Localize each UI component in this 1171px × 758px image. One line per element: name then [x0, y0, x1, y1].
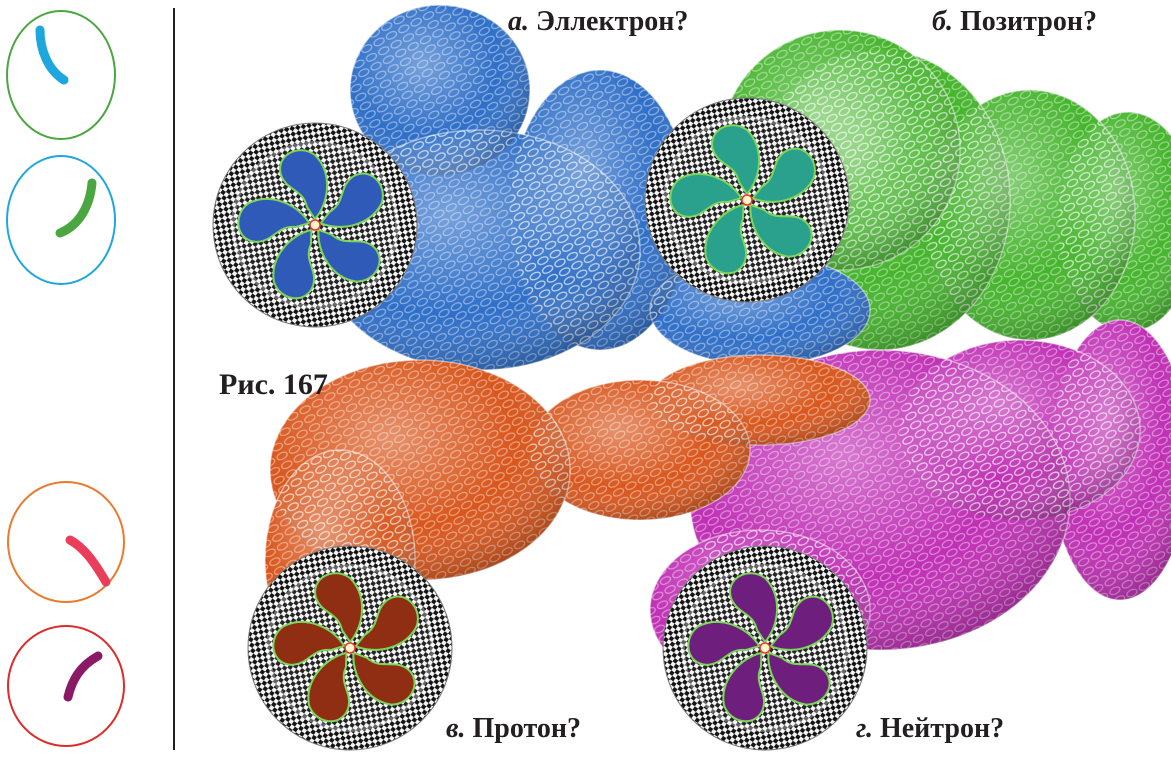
side-icon-2 [7, 156, 115, 284]
side-icon-3-arc [70, 540, 106, 582]
caption-a-letter: а [508, 6, 522, 37]
side-icon-4-ring [8, 626, 124, 746]
panel-d-fan [663, 546, 867, 750]
caption-d-name: Нейтрон? [880, 713, 1004, 744]
caption-a: а. Эллектрон? [508, 8, 688, 36]
caption-c-name: Протон? [473, 713, 582, 744]
panel-a-fan [213, 123, 417, 327]
caption-d-letter: г [856, 713, 866, 744]
side-icon-1 [7, 11, 115, 139]
caption-b-name: Позитрон? [960, 6, 1097, 37]
caption-d: г. Нейтрон? [856, 715, 1004, 743]
side-icon-4-arc [68, 656, 98, 697]
side-icon-3 [8, 482, 124, 602]
caption-c-letter: в [446, 713, 459, 744]
panel-b-fan [645, 98, 849, 302]
caption-c: в. Протон? [446, 715, 581, 743]
caption-a-name: Эллектрон? [536, 6, 688, 37]
side-icon-1-arc [40, 30, 64, 80]
side-icon-2-ring [7, 156, 115, 284]
caption-b: б. Позитрон? [932, 8, 1097, 36]
panel-c-fan [248, 546, 452, 750]
caption-b-letter: б [932, 6, 946, 37]
figure-label: Рис. 167 [219, 370, 328, 400]
side-icon-2-arc [60, 183, 92, 233]
side-icon-4 [8, 626, 124, 746]
